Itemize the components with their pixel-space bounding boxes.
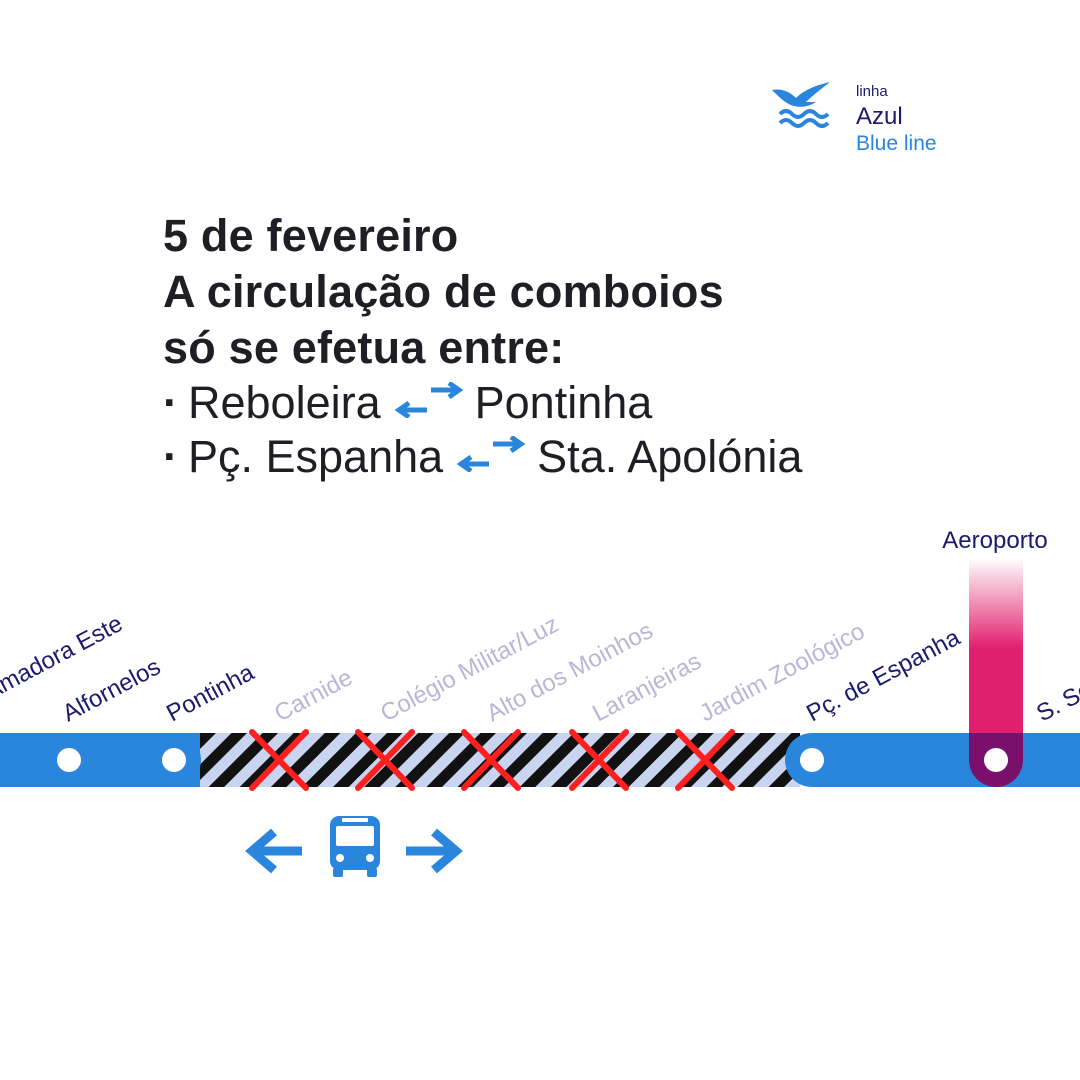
- route-1-from: Reboleira: [188, 377, 381, 428]
- closed-x-icon: [355, 729, 415, 791]
- route-2: · Pç. Espanha Sta. Apolónia: [163, 430, 802, 484]
- closed-x-icon: [569, 729, 629, 791]
- brand-name: Azul: [856, 103, 903, 130]
- station-label: Pontinha: [162, 659, 259, 728]
- route-2-to: Sta. Apolónia: [537, 431, 803, 482]
- arrow-left-icon: [245, 828, 302, 874]
- bidirectional-arrows-icon: [393, 376, 465, 430]
- station-dot-alfornelos: [57, 748, 81, 772]
- route-1-to: Pontinha: [474, 377, 653, 428]
- station-dot-pc-espanha: [800, 748, 824, 772]
- closed-x-icon: [461, 729, 521, 791]
- closed-x-icon: [675, 729, 735, 791]
- bidirectional-arrows-icon: [455, 430, 527, 484]
- station-label: S. Sebastião: [1032, 640, 1080, 728]
- closed-segment: [200, 733, 800, 787]
- station-label-aeroporto: Aeroporto: [942, 527, 1047, 554]
- notice-line-2: só se efetua entre:: [163, 322, 565, 373]
- notice-line-1: A circulação de comboios: [163, 266, 724, 317]
- arrow-right-icon: [406, 828, 463, 874]
- closed-x-icon: [249, 729, 309, 791]
- replacement-bus: [244, 812, 469, 882]
- route-1: · Reboleira Pontinha: [163, 376, 802, 430]
- station-dot-interchange: [984, 748, 1008, 772]
- route-2-from: Pç. Espanha: [188, 431, 444, 482]
- bullet: ·: [163, 377, 178, 428]
- seagull-icon: [772, 82, 830, 128]
- station-label: Alfornelos: [58, 653, 165, 727]
- red-line-branch: [969, 558, 1023, 758]
- station-label: Colégio Militar/Luz: [376, 611, 563, 728]
- notice-date: 5 de fevereiro: [163, 210, 459, 261]
- closed-station-markers: [249, 729, 735, 791]
- brand-english: Blue line: [856, 132, 937, 155]
- open-segment-east-fill: [830, 733, 1080, 787]
- brand-small: linha: [856, 83, 888, 100]
- station-label: Carnide: [270, 664, 357, 727]
- metro-logo: linha Azul Blue line: [772, 80, 972, 170]
- station-dot-pontinha: [162, 748, 186, 772]
- service-notice: 5 de fevereiro A circulação de comboios …: [163, 208, 802, 484]
- bus-icon: [330, 816, 380, 877]
- bullet: ·: [163, 431, 178, 482]
